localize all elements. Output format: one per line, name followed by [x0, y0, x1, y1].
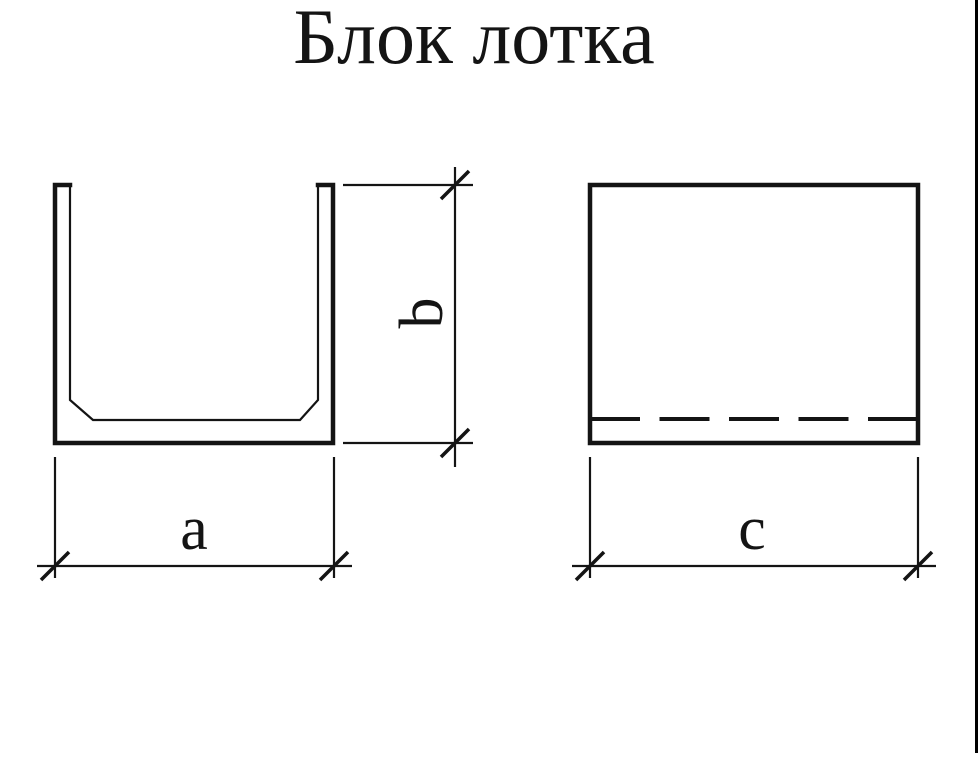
dimension-c-label: c [738, 495, 766, 563]
channel-outer-contour [52, 182, 336, 446]
dimension-b-tick-bottom [439, 427, 471, 459]
dimension-c-tick-left [574, 550, 606, 582]
dimension-c [572, 457, 936, 582]
dimension-b [343, 167, 473, 467]
dimension-a-tick-right [318, 550, 350, 582]
side-view-outline [587, 182, 921, 446]
dimension-a-tick-left [39, 550, 71, 582]
dimension-a [37, 457, 352, 582]
dimension-c-tick-right [902, 550, 934, 582]
dimension-b-tick-top [439, 169, 471, 201]
front-view [52, 182, 336, 446]
side-view [587, 182, 921, 446]
dimension-b-label: b [388, 298, 456, 329]
channel-inner-contour [68, 183, 320, 422]
page-title: Блок лотка [293, 0, 654, 80]
dimension-a-label: a [180, 495, 208, 563]
